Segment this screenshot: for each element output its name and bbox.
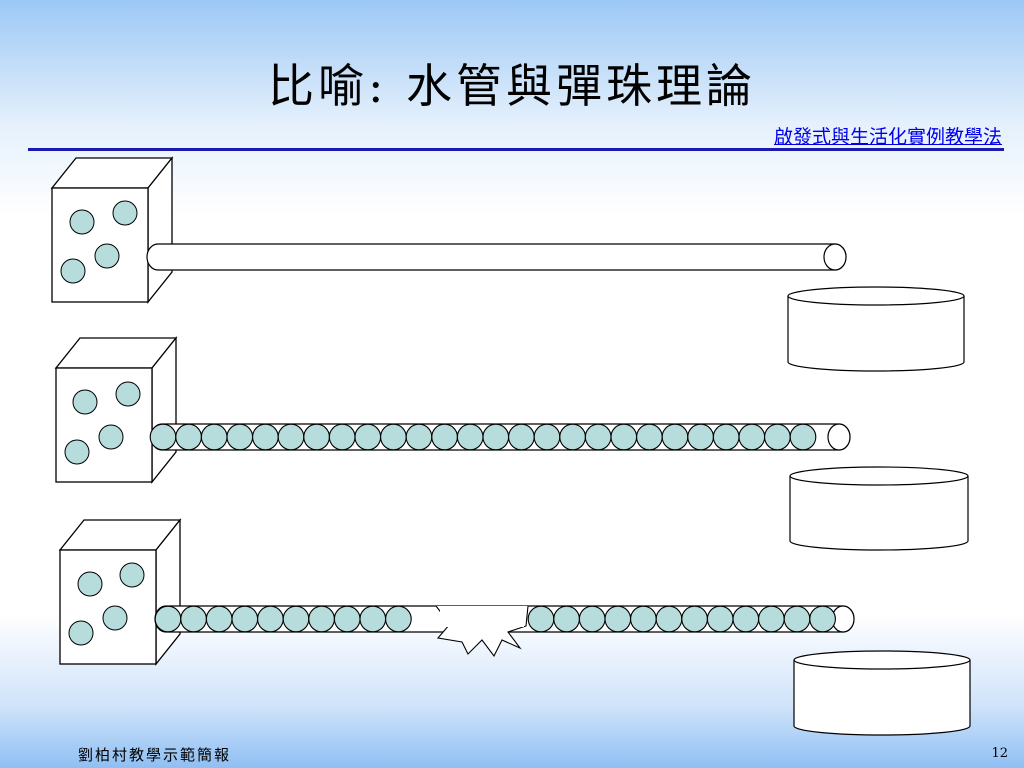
- slide-title: 比喻: 水管與彈珠理論: [267, 59, 757, 113]
- pipe-ball: [308, 605, 335, 633]
- pipe-ball: [231, 605, 259, 633]
- pipe-ball: [154, 605, 182, 633]
- pipe-ball: [533, 423, 561, 451]
- pipe-ball: [758, 605, 785, 633]
- pipe-ball: [687, 423, 714, 451]
- footer-author: 劉柏村教學示範簡報: [78, 746, 232, 764]
- ball-box: [54, 336, 178, 484]
- pipe-ball: [380, 423, 407, 451]
- ball: [60, 258, 86, 284]
- pipe-ball: [783, 605, 811, 633]
- ball-box: [50, 156, 174, 304]
- pipe-ball: [809, 605, 836, 633]
- ball: [112, 200, 138, 226]
- scene-full-pipe: [54, 336, 969, 551]
- pipe-ball: [655, 605, 683, 633]
- pipe-ball: [328, 423, 356, 451]
- subtitle-link[interactable]: 啟發式與生活化實例教學法: [773, 126, 1002, 148]
- pipe-ball: [385, 605, 412, 633]
- pipe-ball: [553, 605, 580, 633]
- ball: [94, 243, 120, 269]
- pipe-ball: [681, 605, 708, 633]
- pipe-ball: [610, 423, 638, 451]
- pipe-ball: [604, 605, 632, 633]
- pipe-ball: [303, 423, 330, 451]
- title-divider: [28, 148, 1004, 151]
- ball: [72, 389, 98, 415]
- pipe-ball: [354, 423, 382, 451]
- pipe-ball: [578, 605, 606, 633]
- ball: [102, 605, 128, 631]
- collecting-bucket: [793, 650, 971, 736]
- pipe-ball: [180, 605, 207, 633]
- scene-empty-pipe: [50, 156, 965, 372]
- ball-box: [58, 518, 182, 666]
- ball: [64, 439, 90, 465]
- pipe-ball: [508, 423, 535, 451]
- pipe-ball: [333, 605, 361, 633]
- pipe-ball: [738, 423, 766, 451]
- pipe-ball: [712, 423, 740, 451]
- pipe-ball: [482, 423, 510, 451]
- pipe-ball: [405, 423, 433, 451]
- pipe-ball: [252, 423, 279, 451]
- pipe-ball: [431, 423, 458, 451]
- ball: [69, 209, 95, 235]
- scene-broken-pipe: [58, 518, 971, 736]
- pipe-ball: [205, 605, 233, 633]
- pipe-ball: [559, 423, 586, 451]
- pipe-ball: [175, 423, 202, 451]
- pipe-balls: [149, 423, 817, 451]
- pipe-balls: [154, 605, 412, 633]
- pipe-ball: [359, 605, 387, 633]
- pipe-ball: [456, 423, 484, 451]
- ball: [77, 571, 103, 597]
- collecting-bucket: [789, 466, 969, 551]
- pipe-crack: [435, 605, 529, 658]
- pipe-ball: [584, 423, 612, 451]
- pipe-ball: [636, 423, 663, 451]
- pipe-ball: [764, 423, 791, 451]
- pipe-balls: [527, 605, 836, 633]
- pipe-ball: [277, 423, 305, 451]
- ball: [119, 562, 145, 588]
- pipe-ball: [282, 605, 310, 633]
- pipe-ball: [706, 605, 734, 633]
- pipe-ball: [226, 423, 254, 451]
- pipe-ball: [630, 605, 657, 633]
- pipe-ball: [661, 423, 689, 451]
- pipe-ball: [789, 423, 817, 451]
- collecting-bucket: [787, 286, 965, 372]
- ball: [68, 620, 94, 646]
- ball: [98, 424, 124, 450]
- pipe: [146, 243, 847, 271]
- pipe-ball: [527, 605, 555, 633]
- pipe-ball: [149, 423, 177, 451]
- pipe-ball: [200, 423, 228, 451]
- ball: [115, 381, 141, 407]
- page-number: 12: [991, 746, 1008, 761]
- pipe-ball: [732, 605, 760, 633]
- pipe-ball: [257, 605, 284, 633]
